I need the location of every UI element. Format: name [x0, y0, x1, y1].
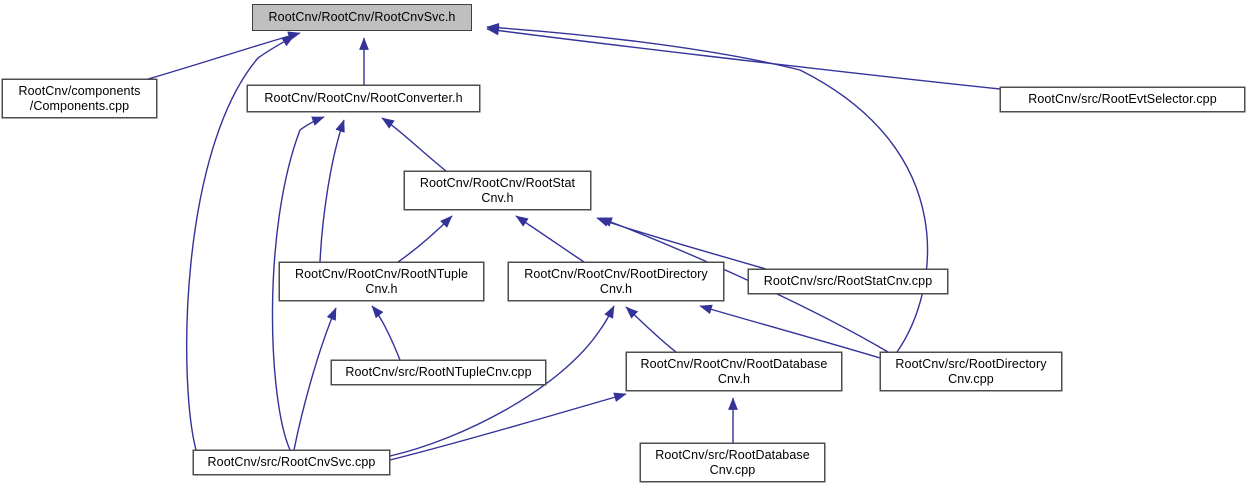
graph-edge: [486, 25, 1001, 90]
graph-node-rootcnvsvc_h[interactable]: RootCnv/RootCnv/RootCnvSvc.h: [252, 4, 472, 31]
graph-node-rootdirectorycnv_cpp[interactable]: RootCnv/src/RootDirectory Cnv.cpp: [880, 352, 1062, 391]
graph-edge: [397, 215, 453, 263]
graph-edge: [381, 117, 447, 172]
graph-node-rootconverter_h[interactable]: RootCnv/RootCnv/RootConverter.h: [247, 85, 480, 112]
graph-edge: [515, 215, 585, 263]
graph-node-rootntuplecnv_h[interactable]: RootCnv/RootCnv/RootNTuple Cnv.h: [279, 262, 484, 301]
graph-edge: [389, 392, 627, 461]
graph-node-rootevtselector_cpp[interactable]: RootCnv/src/RootEvtSelector.cpp: [1000, 87, 1245, 112]
graph-edge: [319, 119, 345, 263]
graph-node-rootdatabasecnv_h[interactable]: RootCnv/RootCnv/RootDatabase Cnv.h: [626, 352, 842, 391]
graph-node-components_cpp[interactable]: RootCnv/components /Components.cpp: [2, 79, 157, 118]
graph-edge: [293, 307, 337, 451]
graph-node-rootdatabasecnv_cpp[interactable]: RootCnv/src/RootDatabase Cnv.cpp: [640, 443, 825, 482]
graph-node-rootcnvsvc_cpp[interactable]: RootCnv/src/RootCnvSvc.cpp: [193, 450, 390, 475]
graph-node-rootstatcnv_cpp[interactable]: RootCnv/src/RootStatCnv.cpp: [748, 269, 948, 294]
graph-edge: [625, 306, 677, 353]
graph-node-rootdirectorycnv_h[interactable]: RootCnv/RootCnv/RootDirectory Cnv.h: [508, 262, 724, 301]
graph-node-rootntuplecnv_cpp[interactable]: RootCnv/src/RootNTupleCnv.cpp: [331, 360, 546, 385]
graph-edge: [699, 304, 881, 359]
graph-edge: [147, 31, 301, 80]
graph-edge: [371, 305, 401, 361]
graph-node-rootstatcnv_h[interactable]: RootCnv/RootCnv/RootStat Cnv.h: [404, 171, 591, 210]
